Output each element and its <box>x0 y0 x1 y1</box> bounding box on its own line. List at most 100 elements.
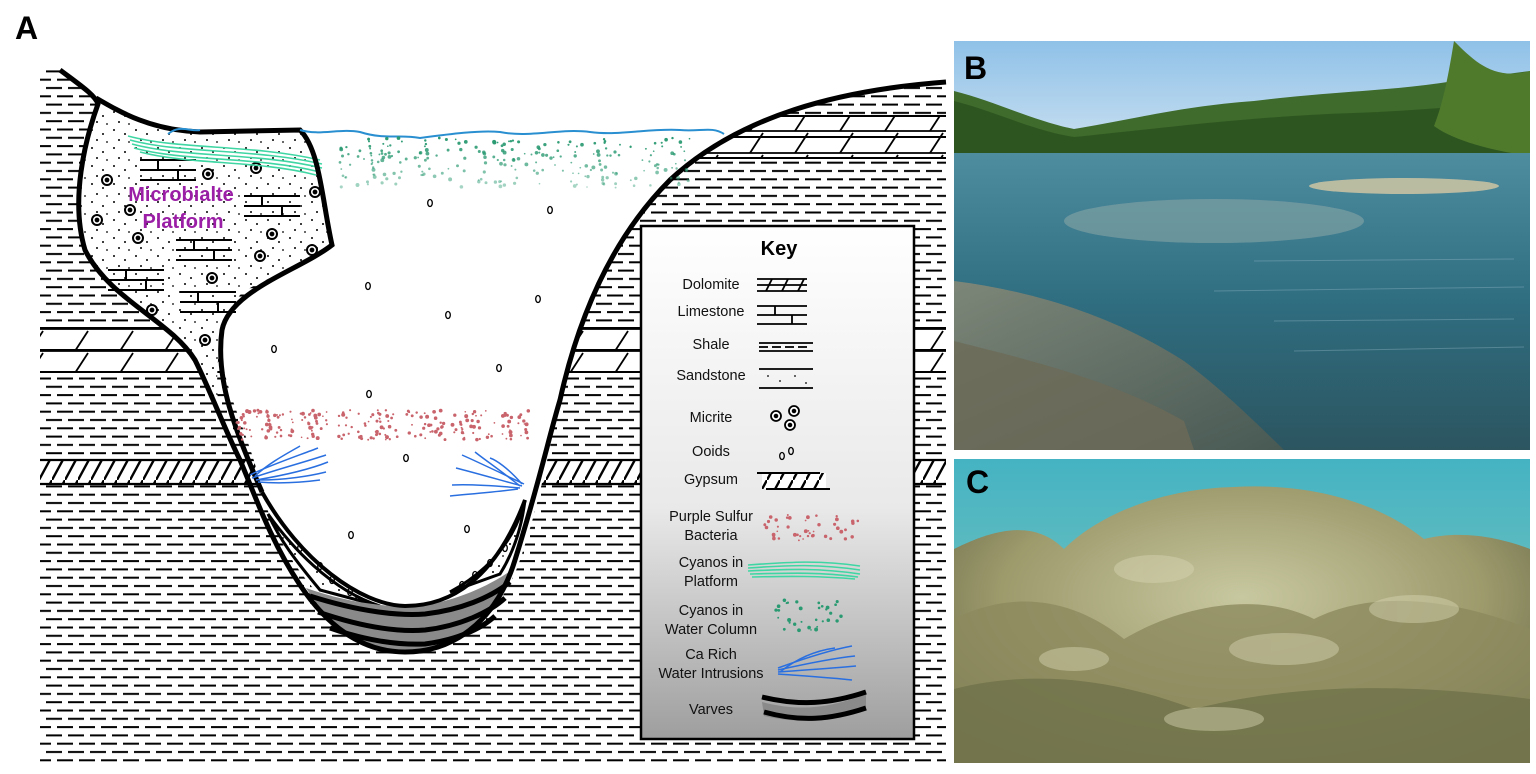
stipple-dot <box>404 157 408 161</box>
stipple-dot <box>423 145 426 148</box>
stipple-dot <box>432 174 437 179</box>
stipple-dot <box>604 147 608 150</box>
stipple-dot <box>833 522 837 526</box>
key-symbol-green-bands <box>747 561 861 580</box>
stipple-dot <box>669 176 673 180</box>
stipple-dot <box>671 166 674 169</box>
stipple-dot <box>815 514 818 517</box>
stipple-dot <box>421 170 424 173</box>
stipple-dot <box>485 435 490 439</box>
stipple-dot <box>768 515 773 519</box>
basin-varves <box>306 570 512 652</box>
stipple-dot <box>839 529 844 534</box>
water-ooids <box>271 198 553 597</box>
stipple-dot <box>375 432 379 436</box>
stipple-dot <box>487 433 490 436</box>
stipple-dot <box>492 139 497 144</box>
stipple-dot <box>460 426 463 429</box>
stipple-dot <box>462 169 466 173</box>
stipple-dot <box>648 160 651 163</box>
stipple-dot <box>677 181 680 184</box>
platform-label-line2: Platform <box>142 211 223 233</box>
stipple-dot <box>398 176 401 180</box>
stipple-dot <box>266 414 270 418</box>
stipple-dot <box>575 183 578 186</box>
stipple-dot <box>371 413 375 417</box>
stipple-dot <box>776 525 779 528</box>
key-label-varves: Varves <box>689 702 733 718</box>
stipple-dot <box>371 167 376 172</box>
stipple-dot <box>493 180 498 184</box>
stipple-dot <box>502 158 506 162</box>
stipple-dot <box>663 167 668 172</box>
stipple-dot <box>441 421 446 426</box>
stipple-dot <box>512 158 516 162</box>
stipple-dot <box>477 149 481 154</box>
key-symbol-dolomite <box>757 278 807 292</box>
stipple-dot <box>290 428 293 431</box>
stipple-dot <box>281 413 285 416</box>
stipple-dot <box>384 433 387 436</box>
stipple-dot <box>419 415 423 419</box>
stipple-dot <box>524 422 529 427</box>
key-label-ca-rich: Ca Rich <box>685 647 737 663</box>
stipple-dot <box>577 172 580 175</box>
stipple-dot <box>355 183 360 187</box>
stipple-dot <box>264 422 269 427</box>
ca-intrusions-left <box>249 445 329 484</box>
stipple-dot <box>505 437 508 440</box>
stipple-dot <box>464 414 469 419</box>
stipple-dot <box>456 164 459 168</box>
stipple-dot <box>603 165 608 169</box>
key-label-gypsum: Gypsum <box>684 472 738 488</box>
stipple-dot <box>380 149 384 153</box>
platform-label-line1: Microbialte <box>128 184 234 206</box>
panel-b-photo <box>954 41 1530 450</box>
stipple-dot <box>793 622 797 626</box>
stipple-dot <box>814 627 819 632</box>
stipple-dot <box>406 409 410 413</box>
stipple-dot <box>671 136 674 140</box>
stipple-dot <box>390 416 393 420</box>
stipple-dot <box>834 517 839 522</box>
stipple-dot <box>549 156 553 160</box>
stipple-dot <box>247 410 252 414</box>
stipple-dot <box>498 184 503 189</box>
stipple-dot <box>274 435 277 438</box>
stipple-dot <box>606 154 609 157</box>
stipple-dot <box>325 419 328 422</box>
stipple-dot <box>476 419 480 424</box>
stipple-dot <box>268 423 272 427</box>
stipple-dot <box>785 516 789 519</box>
stipple-dot <box>538 182 541 185</box>
stipple-dot <box>526 436 530 440</box>
stipple-dot <box>339 147 344 152</box>
stipple-dot <box>392 413 395 416</box>
stipple-dot <box>680 145 683 148</box>
stipple-dot <box>415 411 418 414</box>
stipple-dot <box>258 409 263 414</box>
stipple-dot <box>289 410 292 413</box>
stipple-dot <box>392 171 396 176</box>
stipple-dot <box>545 153 549 157</box>
stipple-dot <box>584 164 589 168</box>
stipple-dot <box>376 409 379 412</box>
stipple-dot <box>459 147 463 152</box>
stipple-dot <box>543 142 547 147</box>
stipple-dot <box>384 409 388 412</box>
platform-outline <box>94 95 335 493</box>
stipple-dot <box>685 169 688 172</box>
stipple-dot <box>275 431 279 434</box>
stipple-dot <box>279 434 283 438</box>
stipple-dot <box>807 529 810 532</box>
stipple-dot <box>454 138 457 141</box>
stipple-dot <box>235 421 238 424</box>
stipple-dot <box>802 538 804 540</box>
stipple-dot <box>787 516 792 520</box>
stipple-dot <box>613 150 617 154</box>
stipple-dot <box>273 413 277 418</box>
stipple-dot <box>461 428 464 431</box>
stipple-dot <box>556 149 560 153</box>
stipple-dot <box>509 433 513 438</box>
stipple-dot <box>568 140 572 144</box>
